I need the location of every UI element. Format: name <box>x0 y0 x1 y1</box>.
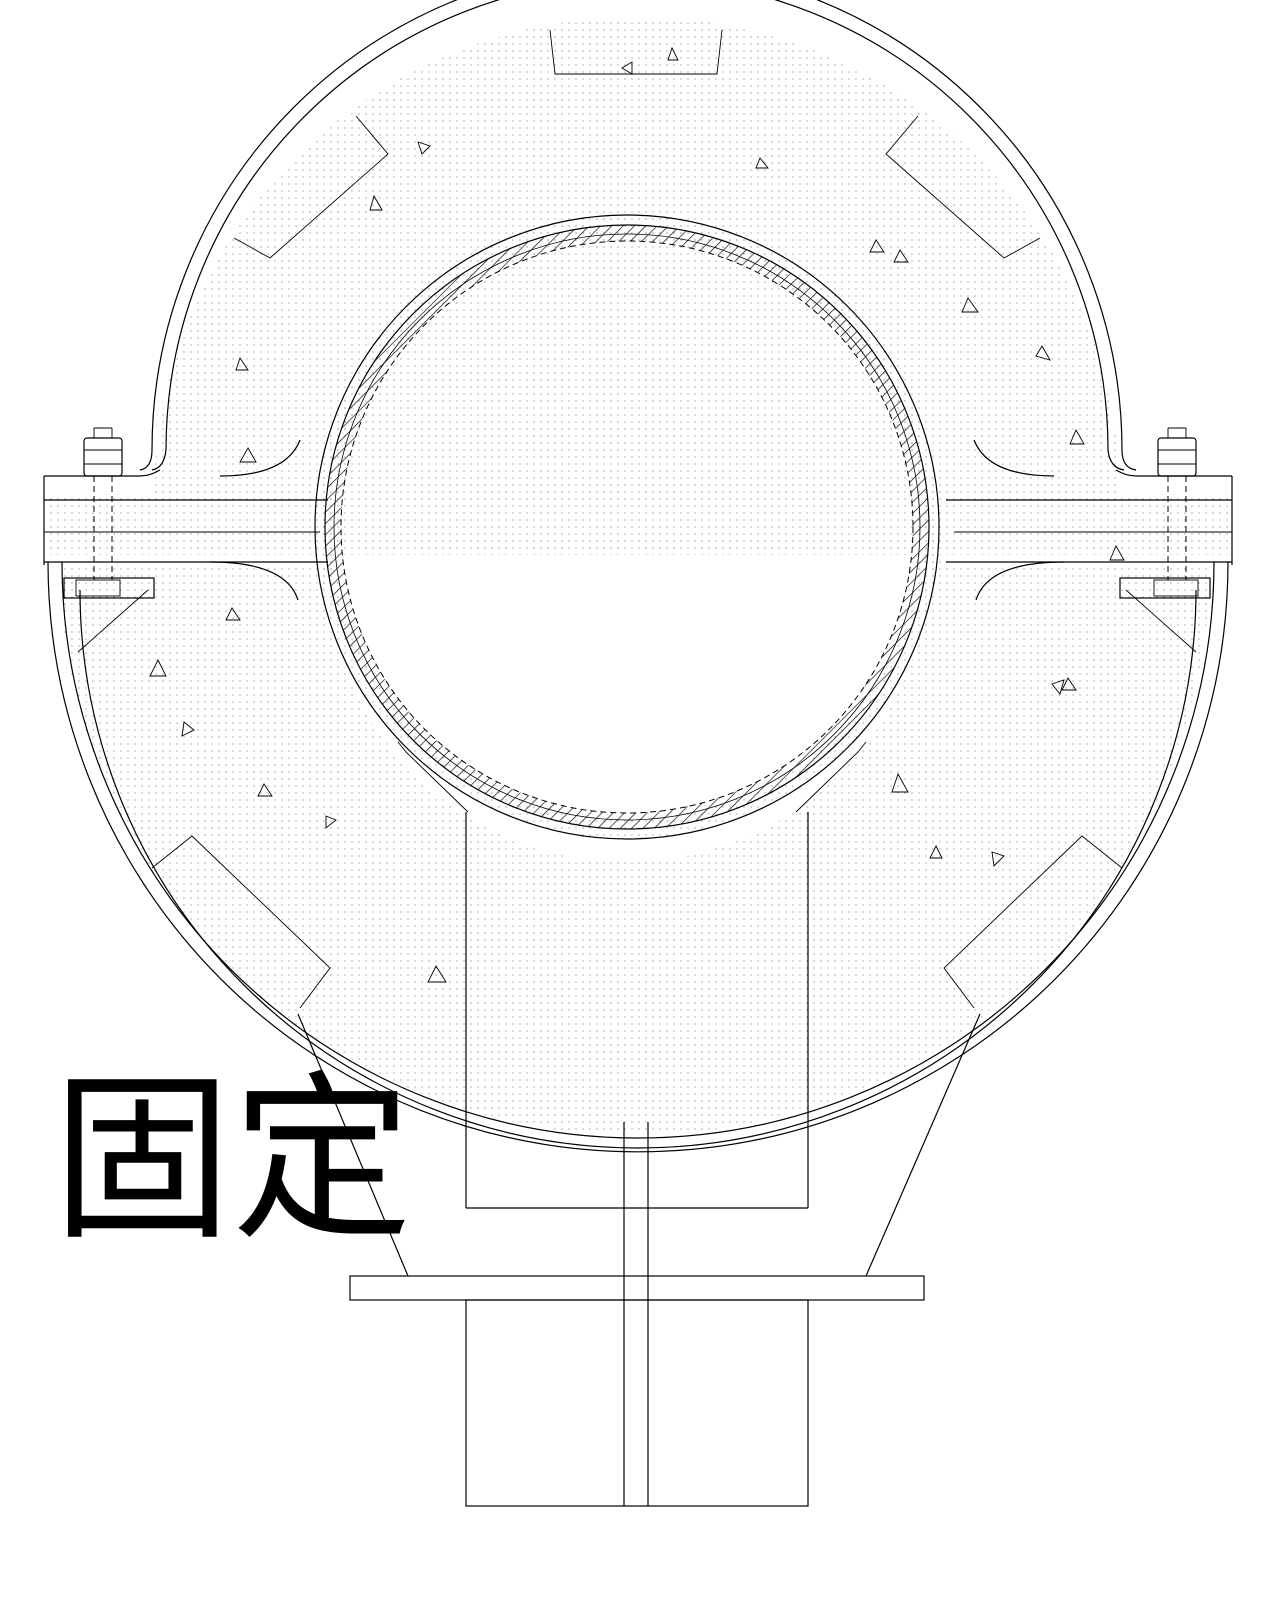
lower-clamp <box>47 561 1229 1153</box>
insulation-fill <box>44 17 1232 1135</box>
flange-bars <box>43 439 1233 601</box>
support-structure <box>297 1013 981 1507</box>
left-bolt <box>63 427 155 599</box>
support-type-label: 固定 <box>52 1056 412 1265</box>
saddle-block <box>397 741 867 1209</box>
upper-clamp <box>139 0 1137 471</box>
pipe-wall <box>314 214 940 840</box>
aggregate-symbols <box>149 46 1125 983</box>
right-bolt <box>1119 427 1211 599</box>
